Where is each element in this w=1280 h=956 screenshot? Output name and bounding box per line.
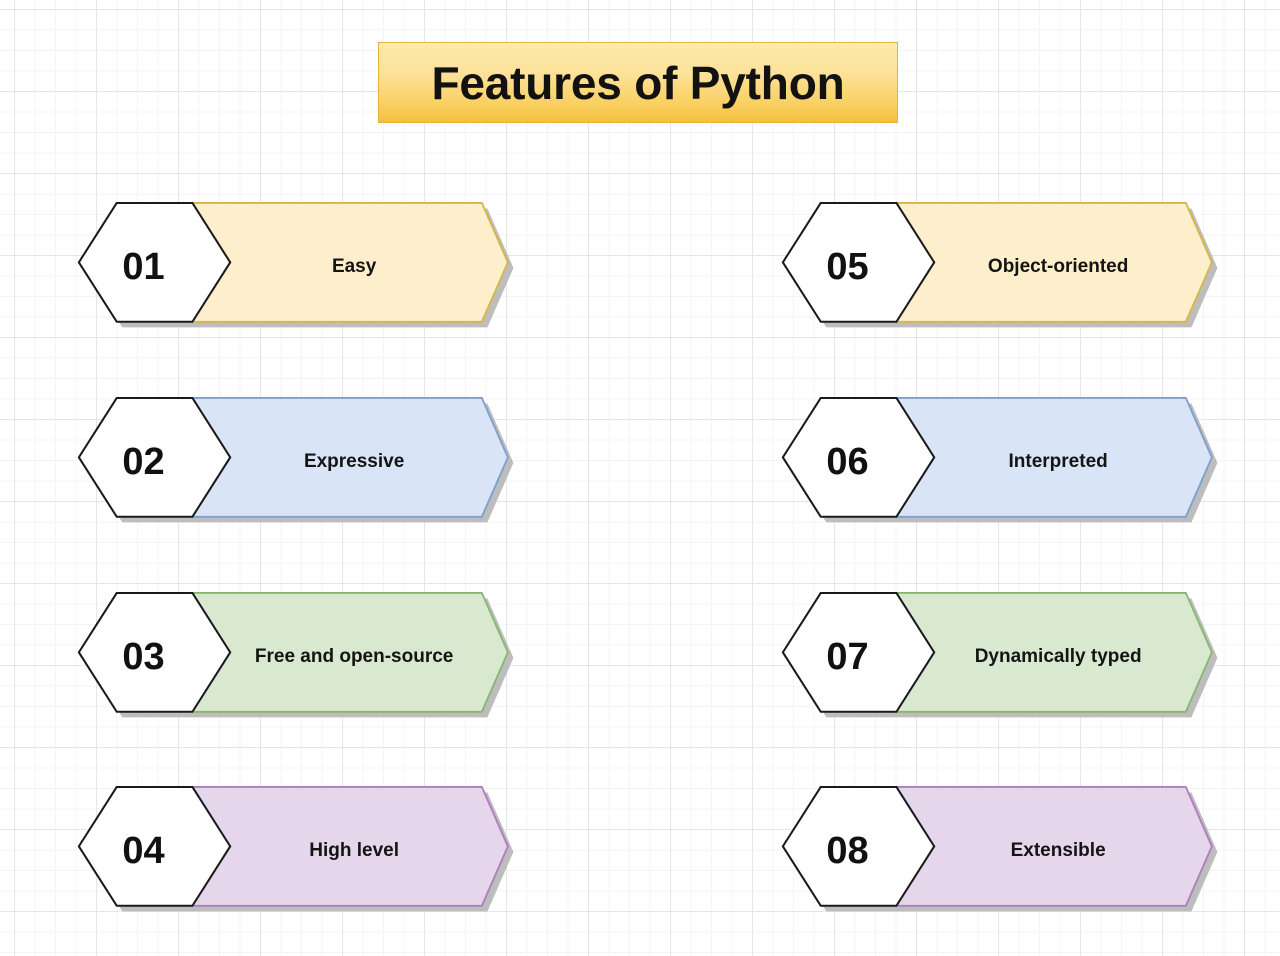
arrow-band bbox=[191, 592, 509, 713]
arrow-band bbox=[191, 786, 509, 907]
feature-shape bbox=[781, 786, 1218, 912]
arrow-band bbox=[191, 397, 509, 518]
number-hexagon bbox=[781, 592, 936, 713]
number-hexagon bbox=[77, 592, 232, 713]
feature-shape bbox=[781, 592, 1218, 718]
arrow-band bbox=[895, 592, 1213, 713]
title-banner: Features of Python bbox=[378, 42, 898, 123]
page-title: Features of Python bbox=[431, 56, 845, 109]
feature-shape bbox=[77, 786, 514, 912]
arrow-band bbox=[895, 786, 1213, 907]
feature-shape bbox=[77, 202, 514, 328]
number-hexagon bbox=[77, 397, 232, 518]
feature-shape bbox=[781, 202, 1218, 328]
number-hexagon bbox=[781, 786, 936, 907]
arrow-band bbox=[895, 397, 1213, 518]
feature-shape bbox=[77, 397, 514, 523]
number-hexagon bbox=[781, 397, 936, 518]
number-hexagon bbox=[781, 202, 936, 323]
number-hexagon bbox=[77, 786, 232, 907]
arrow-band bbox=[191, 202, 509, 323]
number-hexagon bbox=[77, 202, 232, 323]
arrow-band bbox=[895, 202, 1213, 323]
feature-shape bbox=[781, 397, 1218, 523]
feature-shape bbox=[77, 592, 514, 718]
